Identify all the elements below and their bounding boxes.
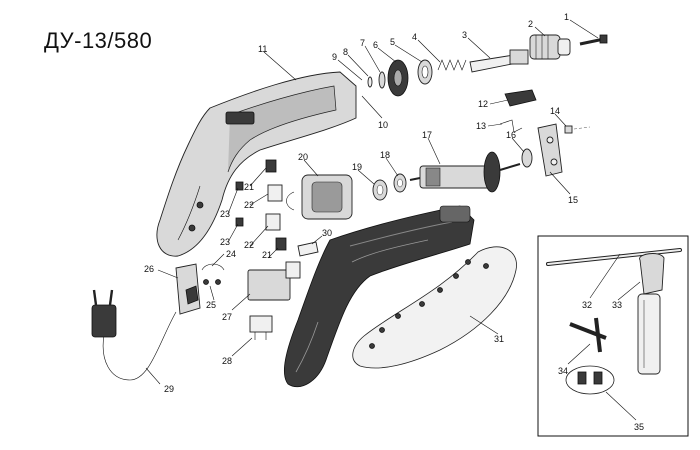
- part-27-switch: [247, 261, 301, 301]
- leader-lines: [145, 19, 641, 421]
- part-11-housing: [156, 71, 357, 257]
- label-part-32: 32: [582, 300, 592, 310]
- label-part-19: 19: [352, 162, 362, 172]
- label-part-20: 20: [298, 152, 308, 162]
- part-13-clip: [499, 119, 523, 133]
- label-part-8: 8: [343, 47, 348, 57]
- label-part-26: 26: [144, 264, 154, 274]
- label-part-6: 6: [373, 40, 378, 50]
- part-1-screw: [579, 34, 608, 46]
- part-23-screw-top: [235, 181, 244, 191]
- part-21-brush-holder-bottom: [275, 237, 287, 251]
- part-19-bearing: [372, 179, 388, 201]
- label-part-24: 24: [226, 249, 236, 259]
- label-part-21-top: 21: [244, 182, 254, 192]
- label-part-10: 10: [378, 120, 388, 130]
- part-14-nut: [564, 125, 591, 134]
- part-34-chuck-key: [569, 317, 607, 353]
- label-part-12: 12: [478, 99, 488, 109]
- label-part-22-top: 22: [244, 200, 254, 210]
- label-part-23-bottom: 23: [220, 237, 230, 247]
- label-part-31: 31: [494, 334, 504, 344]
- part-25-screws: [203, 279, 221, 285]
- part-5-ring: [417, 59, 433, 85]
- label-part-22-bottom: 22: [244, 240, 254, 250]
- label-part-5: 5: [390, 37, 395, 47]
- part-8-clip: [367, 76, 373, 88]
- label-part-1: 1: [564, 12, 569, 22]
- label-part-2: 2: [528, 19, 533, 29]
- label-part-27: 27: [222, 312, 232, 322]
- part-6-gear: [387, 59, 409, 97]
- part-15-plate: [537, 123, 563, 177]
- part-33-side-handle: [637, 253, 665, 375]
- part-4-spring: [437, 59, 467, 71]
- part-31-screw-panel: [352, 246, 517, 369]
- label-part-9: 9: [332, 52, 337, 62]
- part-21-brush-holder-top: [265, 159, 277, 173]
- part-22-brush-top: [267, 184, 283, 202]
- part-2-chuck: [529, 34, 571, 60]
- part-22-brush-bottom: [265, 213, 281, 231]
- label-part-33: 33: [612, 300, 622, 310]
- part-labels: 1 2 3 4 5 6 7 8 9 10 11 12 13 14 15 16 1…: [144, 12, 644, 432]
- label-part-3: 3: [462, 30, 467, 40]
- part-16-washer: [521, 148, 533, 168]
- label-part-14: 14: [550, 106, 560, 116]
- part-23-screw-bottom: [235, 217, 244, 227]
- label-part-7: 7: [360, 38, 365, 48]
- part-31-drill-half: [283, 205, 475, 388]
- label-part-23-top: 23: [220, 209, 230, 219]
- label-part-17: 17: [422, 130, 432, 140]
- part-29-power-cord: [91, 289, 177, 381]
- label-part-34: 34: [558, 366, 568, 376]
- part-3-spindle: [469, 49, 529, 73]
- label-part-4: 4: [412, 32, 417, 42]
- label-part-18: 18: [380, 150, 390, 160]
- accessories-box: [537, 235, 689, 437]
- part-24-clamp: [201, 263, 225, 271]
- label-part-25: 25: [206, 300, 216, 310]
- part-35-brushes: [565, 365, 615, 395]
- part-18-bearing: [393, 173, 407, 193]
- label-part-29: 29: [164, 384, 174, 394]
- label-part-21-bottom: 21: [262, 250, 272, 260]
- part-17-armature: [409, 151, 521, 193]
- label-part-30: 30: [322, 228, 332, 238]
- part-26-cable-sleeve: [175, 263, 201, 315]
- label-part-35: 35: [634, 422, 644, 432]
- part-30-button: [297, 241, 319, 257]
- label-part-15: 15: [568, 195, 578, 205]
- part-28-capacitor: [249, 315, 273, 340]
- diagram-title: ДУ-13/580: [44, 28, 153, 53]
- part-12-switch-cover: [504, 89, 537, 107]
- part-32-depth-rod: [546, 248, 682, 266]
- part-20-stator: [286, 174, 353, 220]
- label-part-13: 13: [476, 121, 486, 131]
- label-part-16: 16: [506, 130, 516, 140]
- label-part-28: 28: [222, 356, 232, 366]
- label-part-11: 11: [258, 44, 267, 54]
- part-7-washer: [378, 71, 386, 89]
